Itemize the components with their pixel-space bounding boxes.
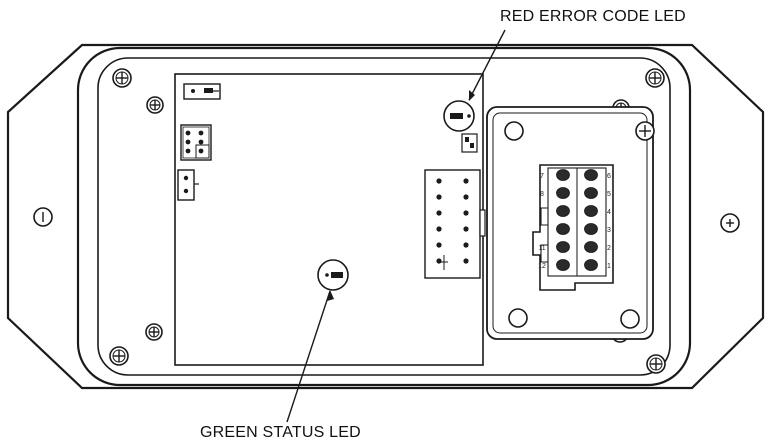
connector-mount-hole-br [620,309,640,329]
pin-number-label: 1 [607,263,611,270]
pin-header-block [180,124,212,161]
red-led-leader [468,29,506,101]
corner-screw-icon-4 [646,354,666,374]
connector-12pin-body [532,164,614,291]
led-pin-header [461,133,478,153]
header-pin [463,242,469,248]
board-screw-icon-1 [146,96,164,114]
pin-number-label: 2 [607,245,611,252]
corner-screw-icon-1 [112,68,132,88]
header-pin [436,178,442,184]
connector-pin [584,259,598,271]
corner-screw-icon-3 [109,346,129,366]
header-pin [463,178,469,184]
connector-pin [584,169,598,181]
connector-mount-hole-bl [508,308,528,328]
header-pin [463,210,469,216]
green-status-led [317,259,349,291]
header-pin [436,242,442,248]
header-pin [436,210,442,216]
board-connector-header [424,169,486,279]
pin-number-label: 11 [538,245,545,252]
connector-pin [556,223,570,235]
red-error-code-led-label: RED ERROR CODE LED [500,8,686,25]
pin-number-label: 12 [538,263,546,270]
header-pin [463,226,469,232]
jumper-block-top [183,83,221,100]
connector-pin [584,187,598,199]
pin-number-label: 4 [607,209,611,216]
green-status-led-label: GREEN STATUS LED [200,424,361,441]
pin-number-label: 6 [607,173,611,180]
flange-hole-left [33,207,53,227]
pin-number-label: 3 [607,227,611,234]
header-pin [436,194,442,200]
connector-housing-inner [492,112,648,334]
header-pin [436,258,442,264]
connector-mount-hole-tl [504,121,524,141]
red-led-leader-arrow [469,90,475,101]
jumper-block-small [177,169,199,201]
header-pin [436,226,442,232]
pin-number-label: 7 [540,173,544,180]
corner-screw-icon-2 [645,68,665,88]
red-error-led [443,100,475,132]
header-pin [463,194,469,200]
connector-pin [556,241,570,253]
pin-number-label: 8 [540,191,544,198]
connector-pin [556,259,570,271]
connector-pin [584,241,598,253]
connector-pin [556,169,570,181]
connector-mount-screw-tr [635,121,655,141]
board-screw-icon-3 [145,323,163,341]
connector-pin [584,205,598,217]
connector-pin [584,223,598,235]
pin-number-label: 5 [607,191,611,198]
header-pin [463,258,469,264]
green-led-leader [286,290,331,423]
connector-pin [556,205,570,217]
green-led-leader-arrow [327,290,334,301]
flange-hole-right [720,213,740,233]
connector-pin [556,187,570,199]
